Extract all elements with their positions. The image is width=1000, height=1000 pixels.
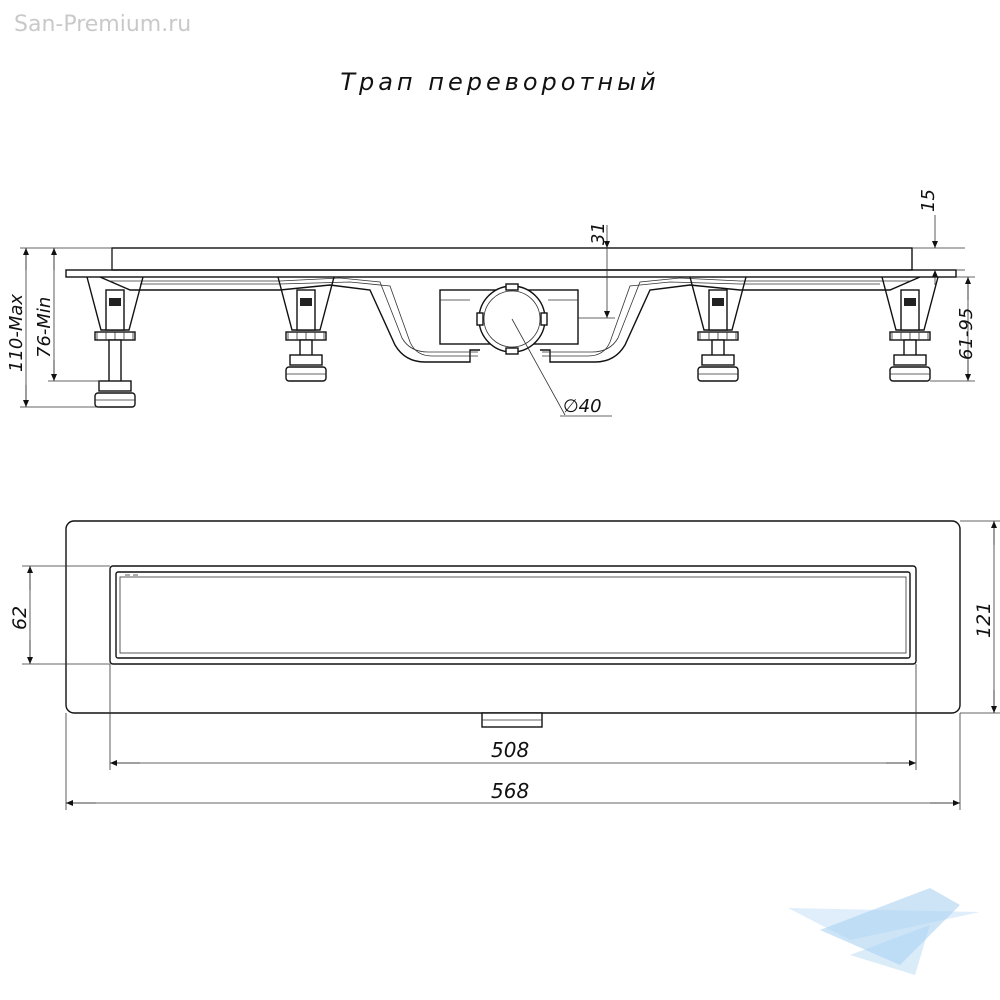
dim-76-min: 76-Min xyxy=(34,297,55,358)
leg-spring xyxy=(701,354,735,366)
leg-nut xyxy=(300,298,312,306)
leg-spring xyxy=(289,354,323,366)
dim-15: 15 xyxy=(918,189,939,212)
top-view xyxy=(65,520,961,728)
leg-spring xyxy=(98,380,132,392)
side-view xyxy=(65,247,957,417)
leg-post xyxy=(708,289,728,331)
leg-post xyxy=(105,289,125,331)
leg-nut xyxy=(109,298,121,306)
watermark-text: San-Premium.ru xyxy=(14,12,192,37)
leg-post xyxy=(900,289,920,331)
bathtub-logo-icon xyxy=(788,888,980,975)
dim-121: 121 xyxy=(973,602,995,638)
dim-diameter-40: ∅40 xyxy=(563,396,602,417)
grate-plate xyxy=(111,247,913,271)
leg-nut xyxy=(904,298,916,306)
support-legs xyxy=(86,276,939,408)
drain-frame xyxy=(65,520,961,714)
grate-inner xyxy=(115,571,911,659)
side-dimensions: 15 31 61-95 110-Max 76-Min ∅40 xyxy=(6,189,977,417)
dim-508: 508 xyxy=(491,738,529,762)
leg-nut xyxy=(712,298,724,306)
grate-outer xyxy=(109,565,917,665)
leg-screw xyxy=(108,339,122,384)
top-dimensions: 62 121 508 568 xyxy=(9,520,1000,810)
dim-31: 31 xyxy=(588,222,609,245)
drawing-title: Трап переворотный xyxy=(340,68,660,96)
flange xyxy=(65,269,957,278)
leg-post xyxy=(296,289,316,331)
dim-568: 568 xyxy=(491,779,529,803)
dim-61-95: 61-95 xyxy=(956,308,977,360)
leg-spring xyxy=(893,354,927,366)
dim-62: 62 xyxy=(9,606,31,630)
drain-body-right xyxy=(540,276,921,363)
drain-body-left xyxy=(99,276,480,363)
dim-110-max: 110-Max xyxy=(6,294,27,372)
